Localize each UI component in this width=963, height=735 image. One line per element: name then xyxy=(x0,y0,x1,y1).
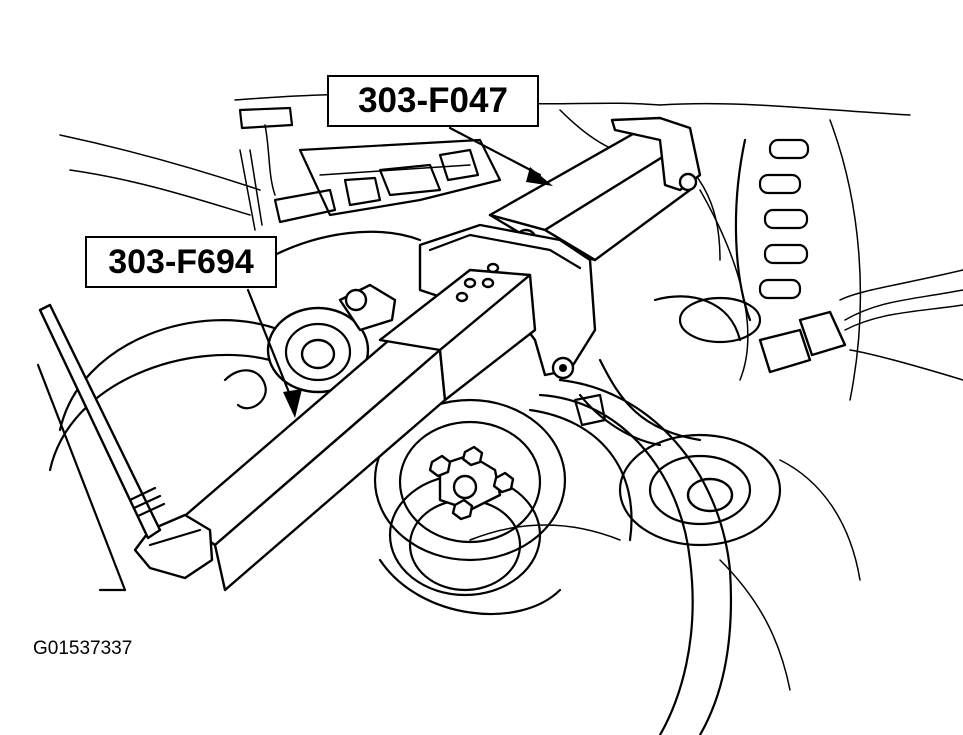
idler-pulley xyxy=(618,295,782,547)
tensioner-pulley xyxy=(266,283,397,394)
crankshaft-pulley xyxy=(48,319,733,735)
pulley-hub xyxy=(428,445,515,521)
callout-tool-303-F694: 303-F694 xyxy=(85,236,277,288)
cylinder-head-slots xyxy=(734,138,810,322)
callout-tool-303-F047: 303-F047 xyxy=(327,75,539,127)
figure-id: G01537337 xyxy=(33,638,133,659)
engine-block-outline xyxy=(59,93,911,691)
tool-303-F694 xyxy=(38,262,537,592)
callout-arrows xyxy=(246,126,553,418)
wiring-connector xyxy=(758,269,963,381)
handle-rod xyxy=(36,363,127,592)
